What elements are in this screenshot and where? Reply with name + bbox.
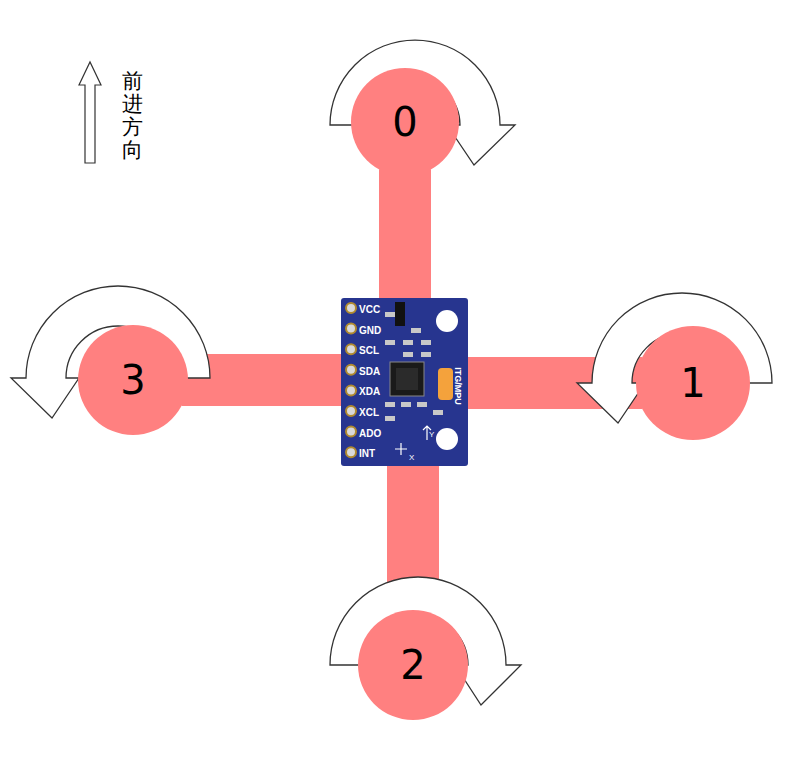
smd-part — [421, 352, 431, 357]
pin-name: XCL — [359, 407, 379, 418]
text-holder: Y — [429, 425, 434, 439]
axis-mark — [395, 426, 431, 455]
pin-hole — [346, 447, 356, 457]
pin-hole — [346, 324, 356, 334]
capacitor — [438, 368, 453, 400]
motor-number: 1 — [680, 363, 705, 403]
pin-name: XDA — [359, 386, 380, 397]
pin-name: ADO — [359, 428, 381, 439]
pin-name: VCC — [359, 304, 380, 315]
pin-hole — [346, 427, 356, 437]
pin-name: GND — [359, 325, 381, 336]
text-holder: XCL — [359, 404, 379, 418]
mount-hole — [436, 310, 458, 332]
smd-part — [411, 328, 421, 333]
chip-core — [396, 368, 418, 390]
smd-part — [421, 340, 431, 345]
regulator — [395, 302, 405, 326]
motor-circle: 0 — [351, 68, 459, 176]
direction-label: 前进方向 — [122, 70, 143, 162]
smd-part — [403, 352, 413, 357]
text-holder: SCL — [359, 342, 379, 356]
board-marking: ITG/MPU — [453, 367, 463, 405]
motor-number: 3 — [120, 360, 145, 400]
smd-part — [385, 416, 395, 421]
direction-arrow — [79, 62, 101, 163]
text-holder: SDA — [359, 363, 380, 377]
pin-name: SDA — [359, 366, 380, 377]
rotation-arrows — [11, 40, 772, 705]
pin-name: INT — [359, 448, 375, 459]
chip — [390, 362, 424, 396]
text-holder: X — [409, 448, 414, 462]
mount-hole — [436, 428, 458, 450]
board-art — [341, 298, 468, 466]
pin-name: SCL — [359, 345, 379, 356]
smd-part — [401, 402, 411, 407]
axis-label: X — [409, 453, 414, 462]
motor-circle: 1 — [636, 326, 750, 440]
smd-part — [417, 402, 427, 407]
pin-hole — [346, 344, 356, 354]
pin-hole — [346, 303, 356, 313]
smd-part — [433, 410, 443, 415]
smd-part — [385, 402, 395, 407]
axis-label: Y — [429, 430, 434, 439]
text-holder: ITG/MPU — [453, 363, 467, 409]
frame-arm — [379, 169, 431, 298]
smd-part — [385, 312, 395, 317]
motor-number: 2 — [400, 645, 425, 685]
pin-hole — [346, 406, 356, 416]
motor-circle: 2 — [358, 610, 468, 720]
text-holder: XDA — [359, 383, 380, 397]
smd-part — [403, 340, 413, 345]
text-holder: ADO — [359, 425, 381, 439]
motor-circle: 3 — [78, 325, 188, 435]
smd-part — [385, 340, 395, 345]
pin-hole — [346, 385, 356, 395]
pin-hole — [346, 365, 356, 375]
motor-number: 0 — [392, 102, 417, 142]
text-holder: VCC — [359, 301, 380, 315]
text-holder: INT — [359, 445, 375, 459]
text-holder: GND — [359, 322, 381, 336]
sensor-board: VCC GND SCL SDA XDA XCL ADO INT ITG/MPU Y X — [341, 298, 468, 466]
